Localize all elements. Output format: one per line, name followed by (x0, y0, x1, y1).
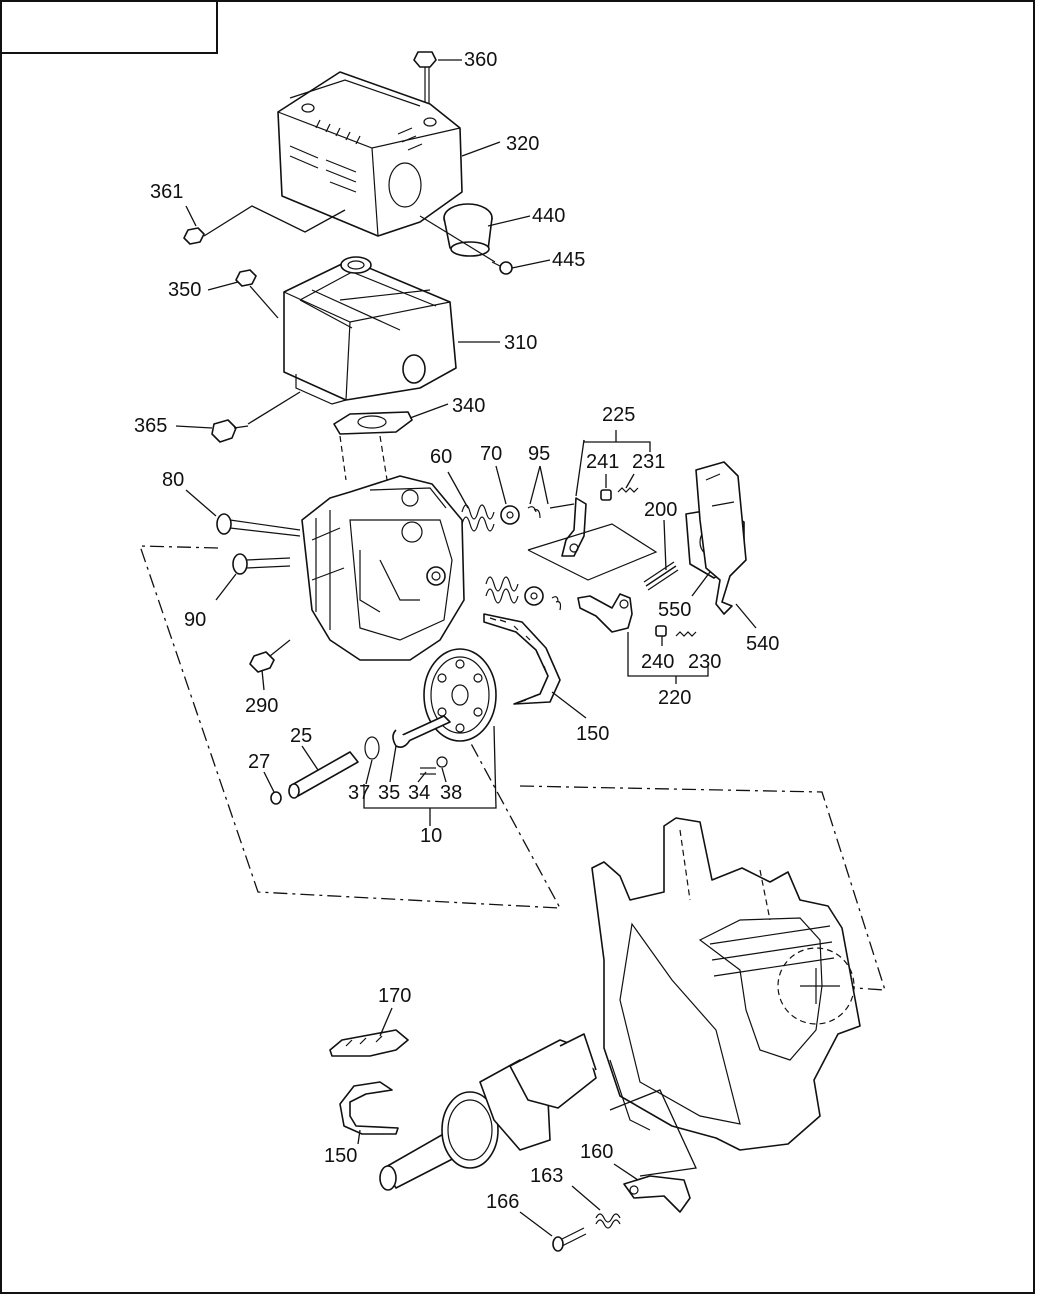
part-25-cam-shaft (288, 751, 359, 799)
callout-440: 440 (532, 205, 565, 227)
callout-361: 361 (150, 181, 183, 203)
part-90-valve (232, 553, 291, 575)
callout-37: 37 (348, 782, 370, 804)
part-540-plate (695, 461, 747, 615)
callout-166: 166 (486, 1191, 519, 1213)
part-440-spark-arrester (419, 203, 496, 263)
part-340-gasket (333, 411, 413, 487)
part-240-nut (655, 625, 667, 637)
part-95-valve-keeper (527, 506, 562, 611)
part-80-valve (216, 513, 301, 537)
callout-290: 290 (245, 695, 278, 717)
part-34-pin (420, 767, 436, 775)
part-290-bolt (249, 639, 291, 673)
callout-445: 445 (552, 249, 585, 271)
part-37-snap-ring (364, 736, 380, 760)
callout-240: 240 (641, 651, 674, 673)
callout-170: 170 (378, 985, 411, 1007)
part-150-timing-chain-lower (339, 1081, 399, 1135)
callout-25: 25 (290, 725, 312, 747)
part-70-spring-retainer (500, 505, 544, 606)
callout-230: 230 (688, 651, 721, 673)
part-310-muffler (283, 256, 457, 405)
callout-150-upper: 150 (576, 723, 609, 745)
part-350-nut (235, 269, 279, 319)
callout-labels: 360 320 361 440 445 350 310 365 340 225 … (134, 49, 779, 1213)
callout-160: 160 (580, 1141, 613, 1163)
callout-38: 38 (440, 782, 462, 804)
callout-95: 95 (528, 443, 550, 465)
callout-231: 231 (632, 451, 665, 473)
callout-220: 220 (658, 687, 691, 709)
part-170-chain-guide (329, 1029, 409, 1057)
leader-lines (175, 59, 757, 1237)
part-27-washer (270, 791, 282, 805)
callout-550: 550 (658, 599, 691, 621)
callout-90: 90 (184, 609, 206, 631)
part-38-washer (436, 756, 448, 768)
callout-350: 350 (168, 279, 201, 301)
callout-200: 200 (644, 499, 677, 521)
callout-163: 163 (530, 1165, 563, 1187)
part-crankshaft (379, 1033, 597, 1191)
part-cylinder-head (301, 475, 465, 661)
rocker-assembly-outlines (527, 523, 658, 581)
callout-225: 225 (602, 404, 635, 426)
part-445-screw (491, 261, 513, 275)
callout-35: 35 (378, 782, 400, 804)
callout-340: 340 (452, 395, 485, 417)
part-320-muffler-cover (277, 71, 463, 237)
part-crankcase (591, 817, 861, 1151)
callout-34: 34 (408, 782, 430, 804)
callout-360: 360 (464, 49, 497, 71)
part-230-spring (675, 631, 697, 637)
part-150-timing-chain (483, 613, 561, 705)
callout-60: 60 (430, 446, 452, 468)
callout-320: 320 (506, 133, 539, 155)
callout-310: 310 (504, 332, 537, 354)
callout-80: 80 (162, 469, 184, 491)
part-365-bolt (211, 391, 301, 443)
callout-241: 241 (586, 451, 619, 473)
callout-27: 27 (248, 751, 270, 773)
part-160-chain-tensioner (623, 1175, 691, 1213)
callout-540: 540 (746, 633, 779, 655)
part-241-nut (600, 489, 612, 501)
part-231-spring (617, 487, 639, 493)
part-220-rocker-arm (577, 593, 633, 633)
callout-10: 10 (420, 825, 442, 847)
part-35-cam (392, 715, 451, 748)
callout-150-lower: 150 (324, 1145, 357, 1167)
part-60-valve-spring (461, 504, 519, 604)
part-225-rocker-arm (549, 439, 587, 557)
callout-365: 365 (134, 415, 167, 437)
part-163-spring (595, 1213, 621, 1229)
callout-70: 70 (480, 443, 502, 465)
title-box (0, 0, 218, 54)
part-166-pin (552, 1227, 587, 1252)
part-200-rocker-shaft (643, 561, 679, 591)
part-361-bolt (183, 205, 346, 245)
